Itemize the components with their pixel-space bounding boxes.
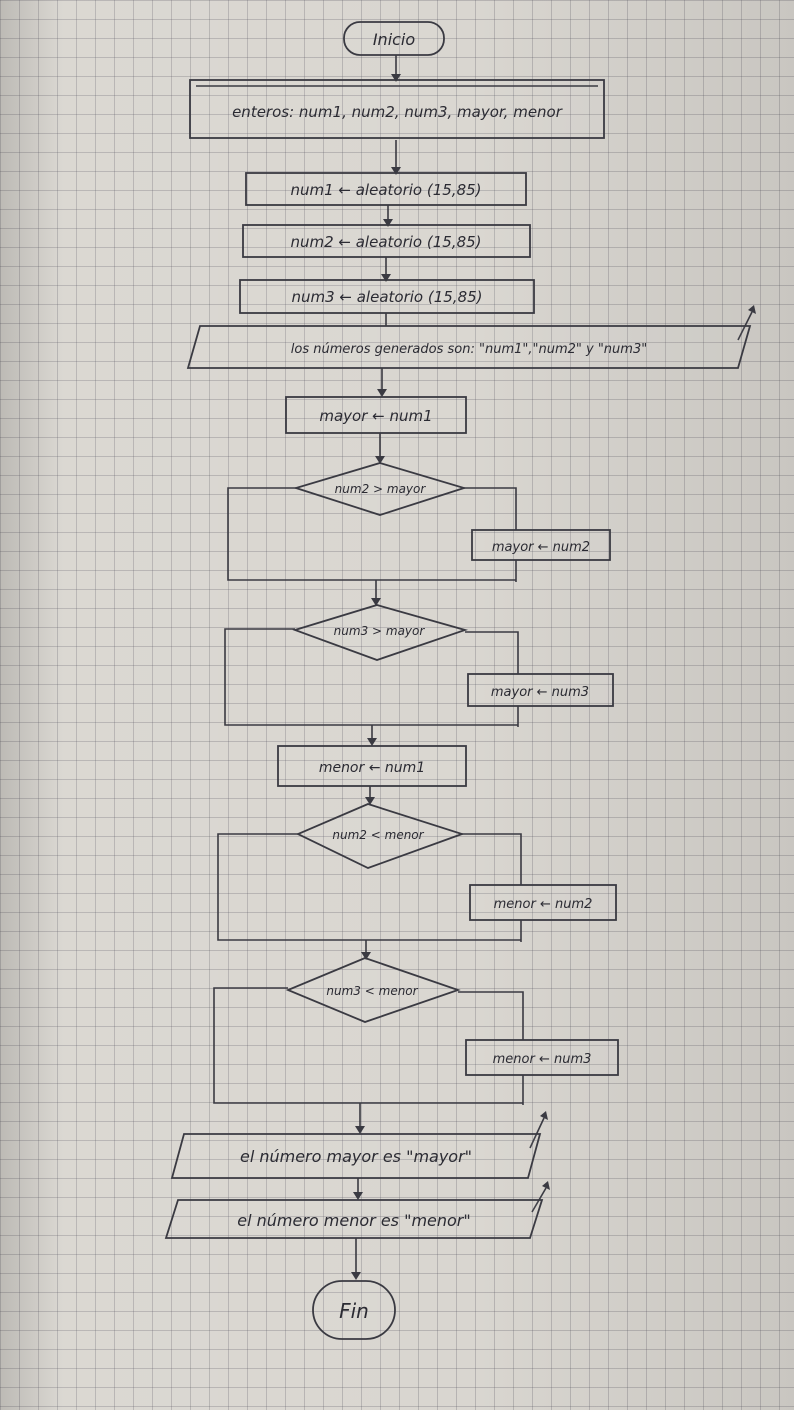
end-label: Fin bbox=[339, 1299, 369, 1323]
arrowheads bbox=[351, 74, 401, 1280]
decision-num3-menor-text: num3 < menor bbox=[326, 984, 418, 998]
decision-num2-mayor-text: num2 > mayor bbox=[335, 482, 427, 496]
assign-num1-box: num1 ← aleatorio (15,85) bbox=[245, 172, 527, 206]
end-terminal: Fin bbox=[312, 1280, 396, 1340]
mayor-init-text: mayor ← num1 bbox=[319, 407, 432, 425]
decision-num3-menor: num3 < menor bbox=[285, 957, 461, 1023]
declaration-box: enteros: num1, num2, num3, mayor, menor bbox=[189, 79, 605, 139]
set-mayor-num3-box: mayor ← num3 bbox=[467, 673, 614, 707]
output-arrows bbox=[529, 305, 756, 1213]
set-mayor-num3-text: mayor ← num3 bbox=[491, 685, 589, 700]
assign-num2-text: num2 ← aleatorio (15,85) bbox=[290, 233, 481, 251]
start-terminal: Inicio bbox=[343, 21, 445, 56]
mayor-init-box: mayor ← num1 bbox=[285, 396, 467, 434]
set-mayor-num2-text: mayor ← num2 bbox=[492, 540, 590, 555]
decision-num2-mayor: num2 > mayor bbox=[292, 462, 468, 516]
start-label: Inicio bbox=[373, 30, 416, 49]
menor-init-box: menor ← num1 bbox=[277, 745, 467, 787]
menor-init-text: menor ← num1 bbox=[319, 760, 425, 776]
output-mayor-text: el número mayor es "mayor" bbox=[240, 1147, 472, 1166]
decision-num2-menor: num2 < menor bbox=[295, 803, 465, 869]
assign-num1-text: num1 ← aleatorio (15,85) bbox=[290, 181, 481, 199]
decision-num2-menor-text: num2 < menor bbox=[332, 828, 424, 842]
set-menor-num3-box: menor ← num3 bbox=[465, 1039, 619, 1076]
decision-num3-mayor: num3 > mayor bbox=[292, 604, 469, 661]
set-menor-num2-text: menor ← num2 bbox=[494, 897, 593, 912]
assign-num2-box: num2 ← aleatorio (15,85) bbox=[242, 224, 531, 258]
set-mayor-num2-box: mayor ← num2 bbox=[471, 529, 611, 561]
assign-num3-box: num3 ← aleatorio (15,85) bbox=[239, 279, 535, 314]
output-generated-text: los números generados son: "num1","num2"… bbox=[291, 342, 647, 357]
output-generated: los números generados son: "num1","num2"… bbox=[186, 325, 752, 369]
declaration-text: enteros: num1, num2, num3, mayor, menor bbox=[232, 103, 563, 121]
output-menor: el número menor es "menor" bbox=[164, 1199, 544, 1239]
decision-num3-mayor-text: num3 > mayor bbox=[334, 624, 426, 638]
set-menor-num2-box: menor ← num2 bbox=[469, 884, 617, 921]
output-menor-text: el número menor es "menor" bbox=[237, 1211, 470, 1230]
output-mayor: el número mayor es "mayor" bbox=[170, 1133, 542, 1179]
assign-num3-text: num3 ← aleatorio (15,85) bbox=[291, 288, 482, 306]
set-menor-num3-text: menor ← num3 bbox=[493, 1052, 592, 1067]
